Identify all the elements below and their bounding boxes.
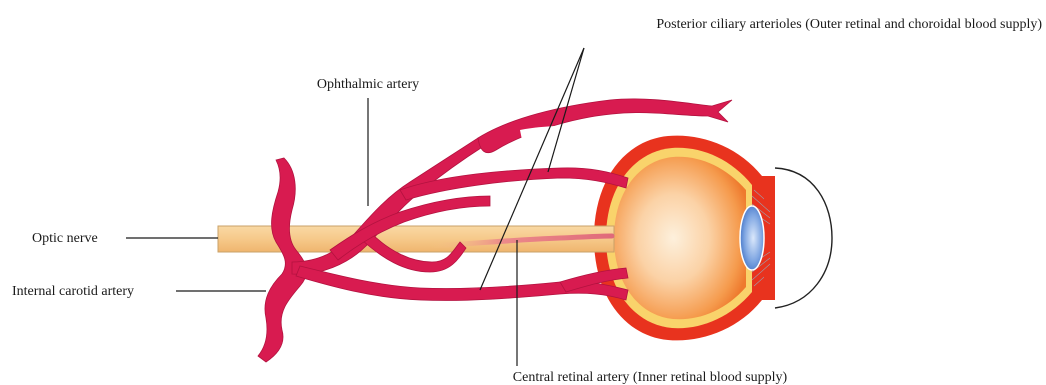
posterior-ciliary-label: Posterior ciliary arterioles (Outer reti… <box>656 17 1042 32</box>
vitreous-globe <box>614 157 746 319</box>
lens <box>740 206 764 270</box>
internal-carotid-artery <box>258 158 307 362</box>
iris-upper <box>764 176 775 206</box>
internal-carotid-label: Internal carotid artery <box>12 284 134 299</box>
leader-lines <box>126 48 584 366</box>
ophthalmic-label: Ophthalmic artery <box>317 77 419 92</box>
eyeball <box>594 136 832 341</box>
cornea-outline <box>775 168 832 308</box>
optic-nerve-label: Optic nerve <box>32 231 98 246</box>
central-retinal-label: Central retinal artery (Inner retinal bl… <box>513 370 788 385</box>
iris-lower <box>764 270 775 300</box>
